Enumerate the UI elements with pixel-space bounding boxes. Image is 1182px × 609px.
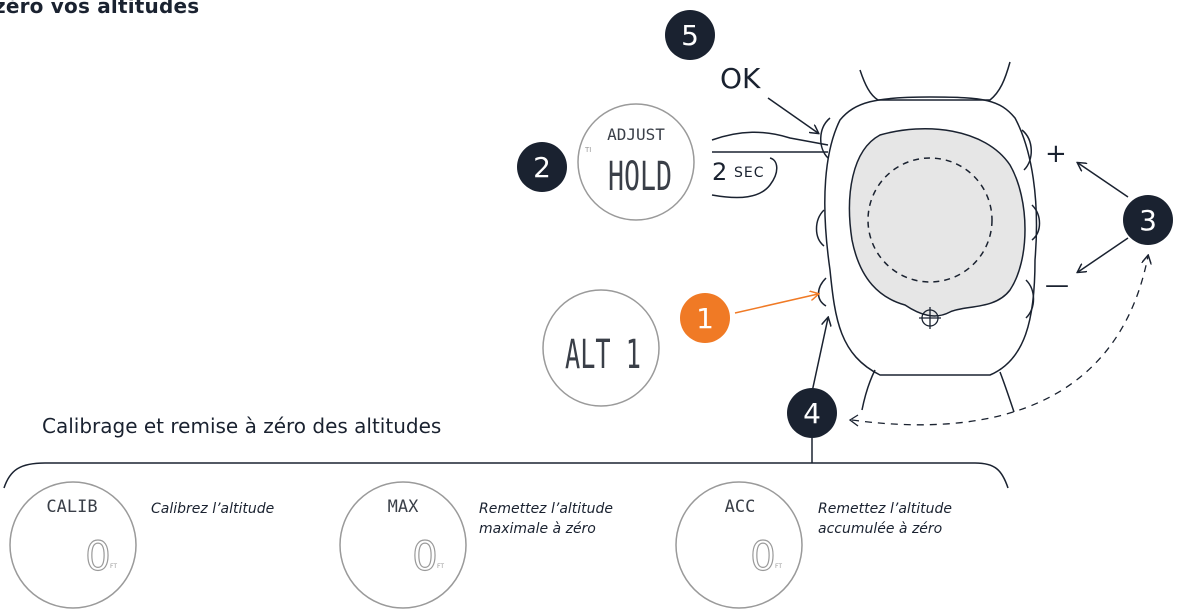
watch-dial (848, 127, 1026, 317)
dial-dashed-ring (867, 157, 993, 283)
display-alt: ALT 1 (542, 289, 660, 407)
calib-top-text: CALIB (46, 497, 97, 517)
step-badge-2: 2 (517, 142, 567, 192)
step1-arrow (734, 294, 818, 314)
svg-text:4: 4 (803, 397, 821, 430)
max-unit-text: FT (437, 563, 444, 570)
side-button-minus (1025, 279, 1035, 319)
side-button-left-low (817, 277, 827, 307)
section-bracket (3, 462, 1009, 489)
max-caption-line2: maximale à zéro (479, 521, 596, 537)
step-badge-3: 3 (1123, 195, 1173, 245)
svg-text:1: 1 (696, 302, 714, 335)
display-adjust: ADJUST HOLD TI (577, 103, 695, 221)
watch-case (824, 96, 1038, 376)
acc-caption: Remettez l’altitude accumulée à zéro (818, 499, 952, 539)
acc-caption-line1: Remettez l’altitude (818, 501, 953, 517)
page-title: zéro vos altitudes (0, 0, 200, 18)
step4-arrow (811, 318, 828, 393)
crosshair-icon (919, 307, 941, 329)
step-badge-5: 5 (665, 10, 715, 60)
max-top-text: MAX (388, 497, 419, 517)
max-caption-line1: Remettez l’altitude (479, 501, 614, 517)
display-max: MAX 0 FT (339, 481, 467, 609)
step3-arrow-plus (1078, 163, 1129, 198)
loop-dashed-arrow (851, 256, 1148, 426)
minus-label: — (1045, 271, 1069, 299)
max-caption: Remettez l’altitude maximale à zéro (479, 499, 613, 539)
watch-strap-top (859, 61, 1011, 101)
max-value-text: 0 (412, 534, 437, 580)
alt-main-text: ALT 1 (565, 332, 641, 378)
calib-value-text: 0 (85, 534, 110, 580)
watch-strap-bottom (861, 369, 1015, 413)
acc-value-text: 0 (750, 534, 775, 580)
step-badge-4: 4 (787, 388, 837, 438)
calib-unit-text: FT (110, 563, 117, 570)
side-button-left-mid (815, 209, 825, 247)
sec-label: SEC (734, 165, 765, 181)
adjust-small-text: TI (584, 146, 591, 154)
two-sec-number: 2 (712, 158, 727, 186)
ok-label: OK (720, 62, 761, 95)
acc-top-text: ACC (725, 497, 756, 517)
svg-text:3: 3 (1139, 204, 1157, 237)
display-calib: CALIB 0 FT (9, 481, 137, 609)
display-acc: ACC 0 FT (675, 481, 803, 609)
adjust-top-text: ADJUST (607, 125, 665, 144)
side-button-right-mid (1031, 204, 1041, 241)
side-button-ok (820, 117, 831, 159)
ok-arrow (767, 97, 818, 133)
step-badge-1: 1 (680, 293, 730, 343)
step3-arrow-minus (1078, 237, 1129, 272)
plus-label: + (1045, 139, 1067, 169)
section-title: Calibrage et remise à zéro des altitudes (42, 414, 442, 438)
side-button-plus (1021, 129, 1032, 171)
acc-caption-line2: accumulée à zéro (818, 521, 943, 537)
calib-caption-line1: Calibrez l’altitude (151, 501, 275, 517)
hand-icon: 2 SEC (711, 131, 829, 199)
svg-text:2: 2 (533, 151, 551, 184)
calib-caption: Calibrez l’altitude (151, 499, 274, 519)
svg-text:5: 5 (681, 19, 699, 52)
hold-main-text: HOLD (608, 154, 672, 200)
acc-unit-text: FT (775, 563, 782, 570)
